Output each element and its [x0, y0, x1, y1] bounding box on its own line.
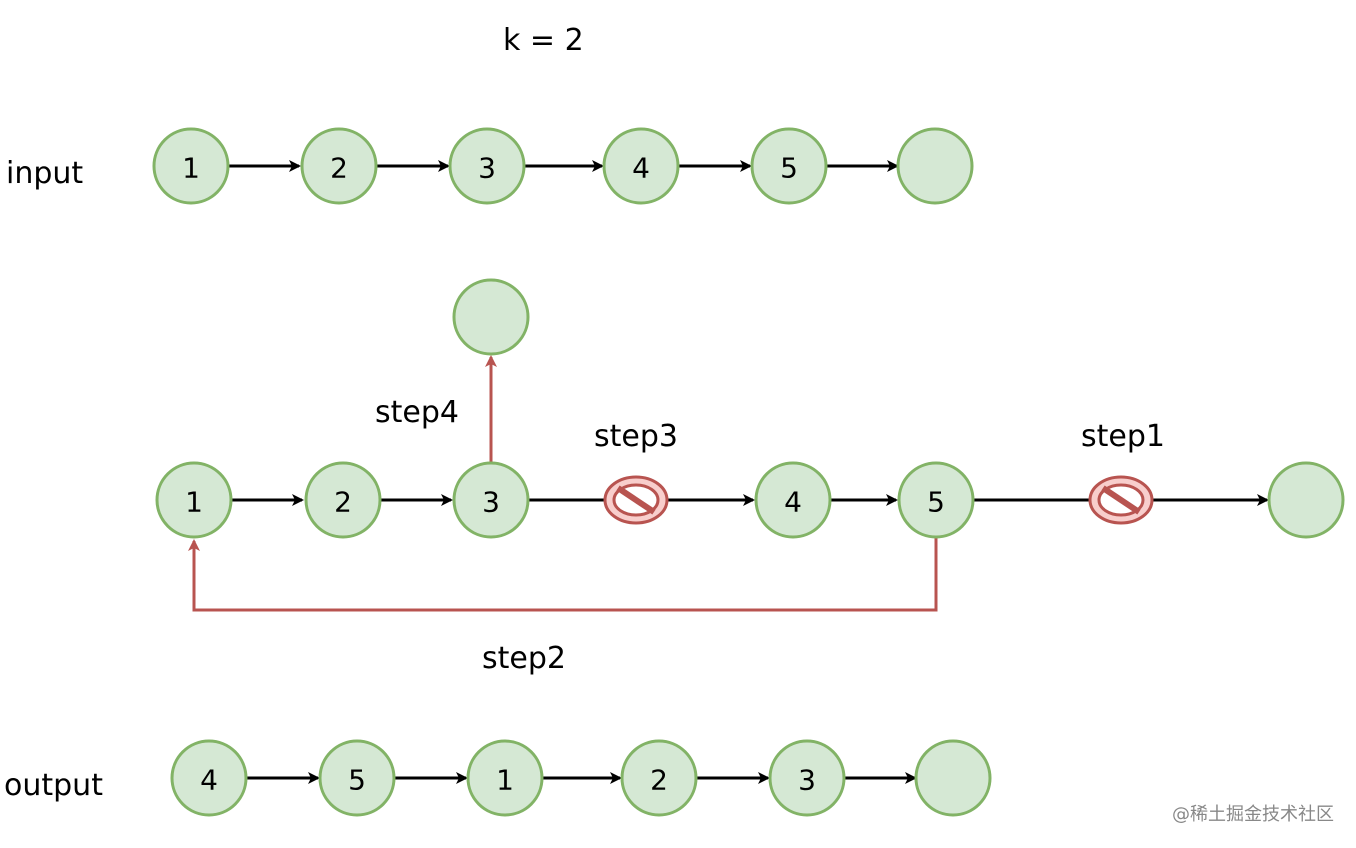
output-label: output — [4, 768, 103, 803]
process-node-null — [1267, 461, 1345, 539]
svg-text:4: 4 — [200, 764, 218, 797]
process-node-1: 1 — [155, 461, 233, 539]
output-node-4: 2 — [620, 739, 698, 817]
diagram-title: k = 2 — [503, 23, 584, 58]
process-new-tail-node — [452, 278, 530, 356]
input-label: input — [6, 156, 83, 191]
svg-text:2: 2 — [330, 152, 348, 185]
svg-text:2: 2 — [650, 764, 668, 797]
input-node-4: 4 — [602, 127, 680, 205]
process-node-5: 5 — [897, 461, 975, 539]
svg-text:3: 3 — [478, 152, 496, 185]
svg-text:5: 5 — [780, 152, 798, 185]
step1-blocked-icon — [1088, 475, 1154, 525]
input-list: 1 2 3 4 5 — [152, 127, 974, 205]
watermark-text: @稀土掘金技术社区 — [1172, 804, 1334, 825]
step2-label: step2 — [482, 641, 566, 676]
input-node-5: 5 — [750, 127, 828, 205]
step2-arrow — [188, 538, 938, 612]
input-node-1: 1 — [152, 127, 230, 205]
output-list: 4 5 1 2 3 — [170, 739, 992, 817]
svg-text:3: 3 — [482, 486, 500, 519]
svg-text:1: 1 — [185, 486, 203, 519]
output-node-2: 5 — [318, 739, 396, 817]
input-node-3: 3 — [448, 127, 526, 205]
input-node-2: 2 — [300, 127, 378, 205]
output-node-3: 1 — [466, 739, 544, 817]
process-node-4: 4 — [754, 461, 832, 539]
svg-text:5: 5 — [927, 486, 945, 519]
svg-text:1: 1 — [496, 764, 514, 797]
svg-text:2: 2 — [334, 486, 352, 519]
input-node-null — [896, 127, 974, 205]
output-node-5: 3 — [768, 739, 846, 817]
svg-text:3: 3 — [798, 764, 816, 797]
output-node-null — [914, 739, 992, 817]
svg-text:5: 5 — [348, 764, 366, 797]
step4-label: step4 — [375, 395, 459, 430]
process-node-3: 3 — [452, 461, 530, 539]
process-list: 1 2 3 4 5 step4 step3 step1 step2 — [155, 278, 1345, 676]
step3-label: step3 — [594, 419, 678, 454]
step1-label: step1 — [1081, 419, 1165, 454]
svg-text:4: 4 — [784, 486, 802, 519]
step3-blocked-icon — [603, 475, 669, 525]
output-node-1: 4 — [170, 739, 248, 817]
svg-text:1: 1 — [182, 152, 200, 185]
svg-text:4: 4 — [632, 152, 650, 185]
process-node-2: 2 — [304, 461, 382, 539]
